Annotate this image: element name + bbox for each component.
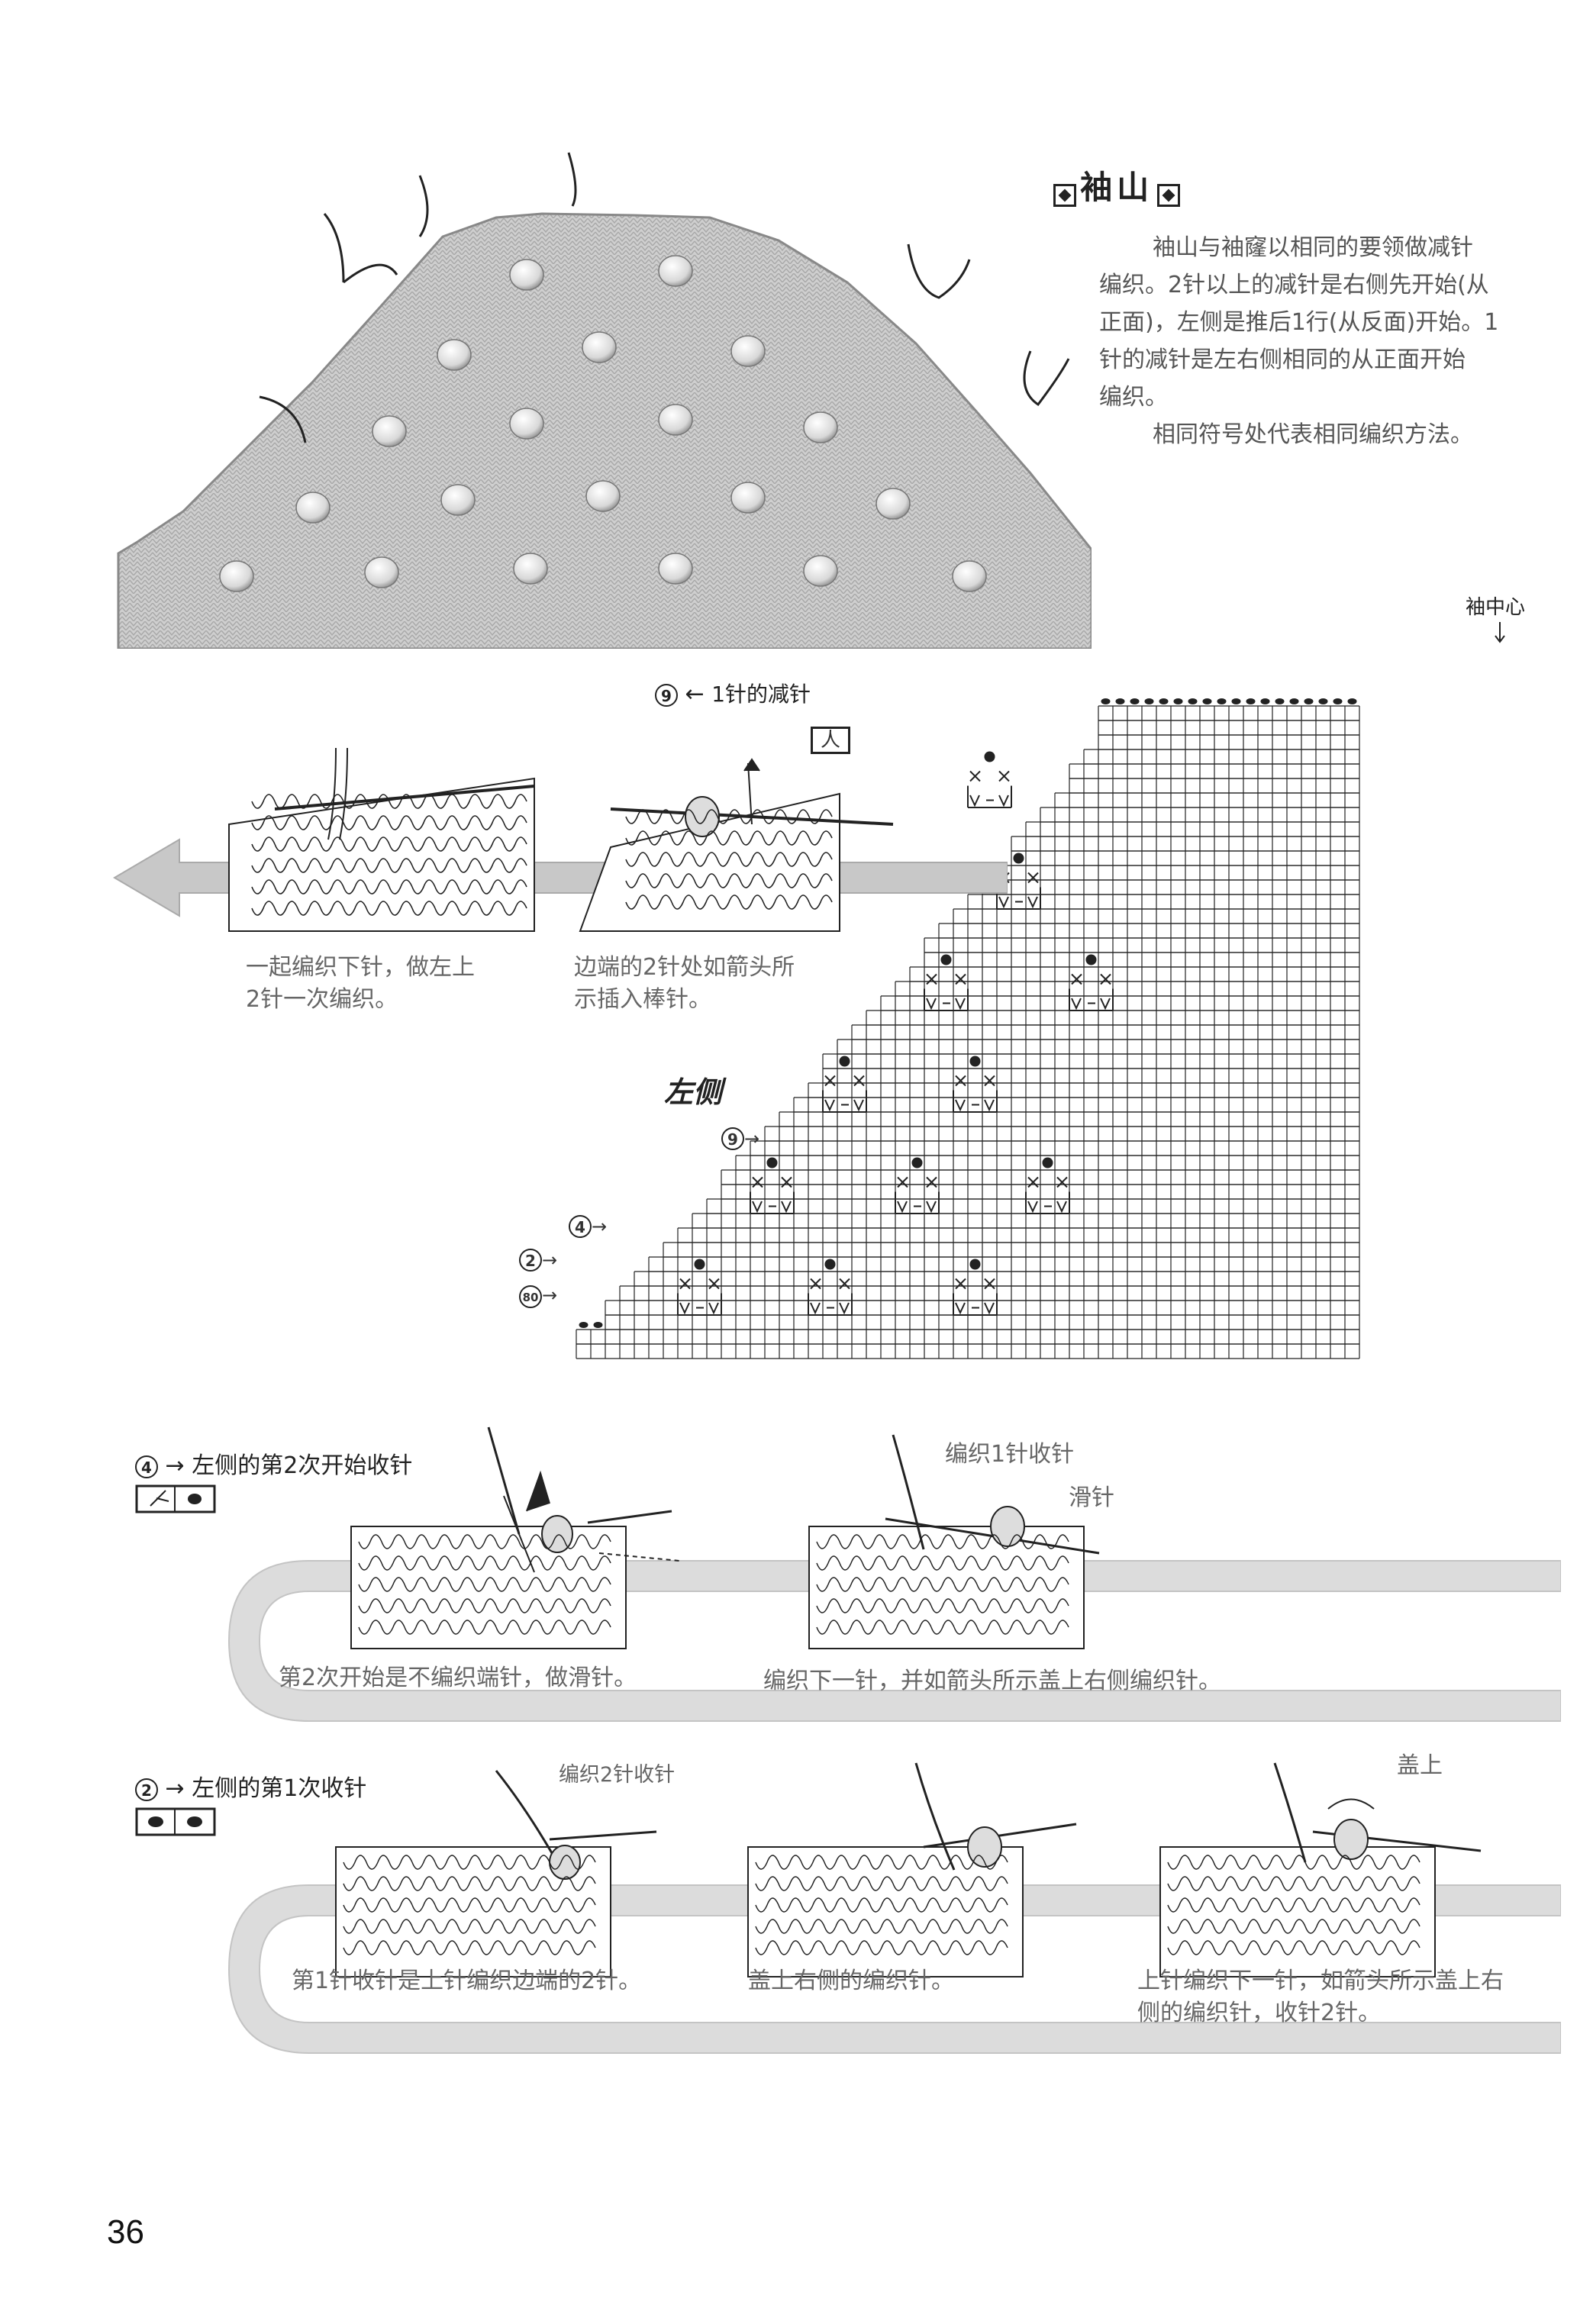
step4-heading: 4 → 左侧的第2次开始收针 [135,1446,412,1480]
row-marker-80: 80→ [519,1284,557,1308]
step4-badge: 4 [135,1455,158,1478]
bobble-motif [1025,1157,1070,1214]
step9-illustration [107,702,1008,954]
diamond-icon [1053,183,1076,207]
step2-label-knit: 编织2针收针 [559,1763,676,1787]
section-heading: 袖山 [1053,162,1181,208]
step2-illustrations [321,1748,1511,2000]
step2-heading: 2 → 左侧的第1次收针 [135,1769,366,1803]
step2-label-cover: 盖上 [1397,1752,1443,1779]
step9-caption-left: 一起编织下针，做左上 2针一次编织。 [246,954,475,1013]
step2-badge: 2 [135,1778,158,1801]
description-line: 编织。 [1099,384,1168,411]
sleeve-center-arrow-icon [1492,622,1508,648]
bobble-motif [924,954,969,1011]
bobble-motif [953,1259,998,1316]
bobble-motif [953,1056,998,1113]
bindoff-dots [579,698,1357,1328]
step9-badge: 9 [655,684,678,707]
step4-caption-left: 第2次开始是不编织端针，做滑针。 [279,1665,637,1691]
step9-heading: 9 ← 1针的减针 [655,678,811,708]
row-marker-9: 9→ [721,1127,759,1150]
diamond-icon [1157,183,1181,207]
bobble-motif [677,1259,722,1316]
sleeve-center-label: 袖中心 [1466,596,1526,619]
step4-illustrations [336,1420,1175,1679]
bobble-motif [808,1259,853,1316]
chart-grid-lines [576,705,1360,1359]
description-line: 针的减针是左右侧相同的从正面开始 [1099,347,1466,373]
description-line: 袖山与袖窿以相同的要领做减针 [1153,234,1473,261]
section-title: 袖山 [1080,169,1154,206]
page-number: 36 [107,2213,144,2251]
description-line: 编织。2针以上的减针是右侧先开始(从 [1099,272,1489,298]
step4-label-knit: 编织1针收针 [945,1441,1075,1468]
step4-caption-right: 编织下一针，并如箭头所示盖上右侧编织针。 [763,1668,1221,1694]
chart-side-label: 左侧 [664,1075,723,1109]
row-marker-2: 2→ [519,1249,557,1272]
description-line: 相同符号处代表相同编织方法。 [1153,421,1473,448]
bobble-motif [1069,954,1114,1011]
bobble-motif [750,1157,795,1214]
step2-caption-1: 第1针收针是上针编织边端的2针。 [292,1968,642,1994]
step4-label-slip: 滑针 [1069,1484,1114,1511]
step9-title: 1针的减针 [711,682,811,707]
sleeve-cap-chart [565,656,1572,1366]
k2tog-symbol: 人 [811,727,850,754]
bobble-motif [822,1056,867,1113]
description-line: 正面)，左侧是推后1行(从反面)开始。1 [1099,309,1499,336]
section-description: 袖山与袖窿以相同的要领做减针 编织。2针以上的减针是右侧先开始(从 正面)，左侧… [1099,229,1572,453]
step2-caption-3: 上针编织下一针，如箭头所示盖上右 侧的编织针，收针2针。 [1137,1968,1504,2026]
step4-title: 左侧的第2次开始收针 [192,1452,413,1479]
purl-bindoff-symbol [135,1807,216,1841]
step2-caption-2: 盖上右侧的编织针。 [748,1968,954,1994]
bobble-motif [967,751,1012,808]
bobble-motif [895,1157,940,1214]
slip-stitch-symbol [135,1484,216,1518]
row-marker-4: 4→ [569,1215,607,1238]
step9-caption-right: 边端的2针处如箭头所 示插入棒针。 [574,954,795,1013]
knit-swatch-photo [114,145,1093,650]
step2-title: 左侧的第1次收针 [192,1775,367,1802]
